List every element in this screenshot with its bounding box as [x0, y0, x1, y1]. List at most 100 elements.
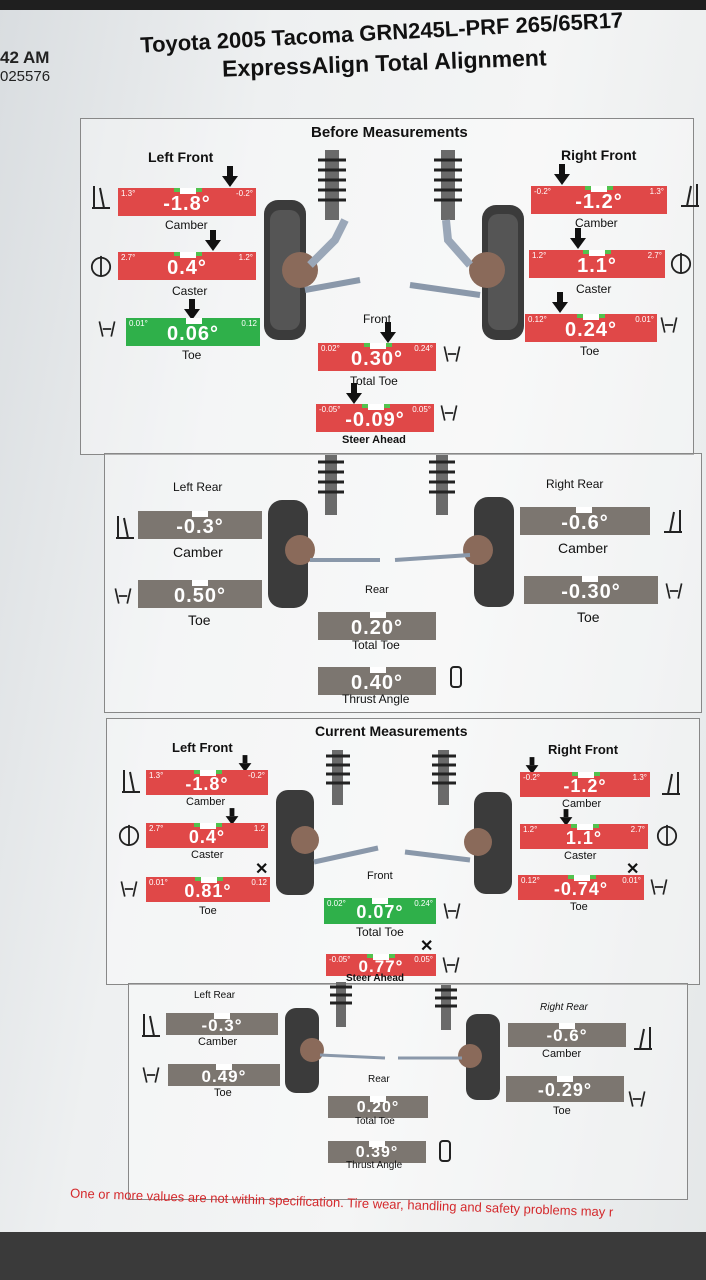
before-left-rear-wheel: [268, 455, 380, 608]
lf-camber-label: Camber: [165, 218, 208, 232]
value: -0.3°: [176, 516, 224, 538]
min-label: 1.3°: [121, 189, 136, 198]
rf-toe-out-of-range-mark: ✕: [626, 861, 640, 878]
current-steer-ahead-gauge: -0.05° 0.05° 0.77°: [326, 954, 436, 976]
current-rf-camber-gauge: -0.2° 1.3° -1.2°: [520, 772, 650, 797]
rear-label: Rear: [365, 584, 389, 596]
value: 0.77°: [358, 957, 404, 976]
cur-lr-camber-label: Camber: [198, 1036, 238, 1048]
lr-camber-label: Camber: [173, 544, 223, 560]
toe-icon: [98, 321, 116, 337]
before-thrust-gauge: 0.40°: [318, 667, 436, 695]
max-label: 0.05°: [414, 955, 433, 964]
before-left-rear: Left Rear: [173, 480, 223, 494]
rear-camber-icon: [634, 1027, 652, 1050]
min-label: -0.2°: [534, 187, 551, 196]
value: 0.39°: [355, 1144, 399, 1161]
cur-thrust-label: Thrust Angle: [346, 1160, 403, 1171]
rear-toe-icon: [114, 588, 132, 604]
rear-camber-icon: [142, 1014, 160, 1037]
before-steer-ahead-gauge: -0.05° 0.05° -0.09°: [316, 404, 434, 432]
caster-icon: [90, 255, 112, 277]
value: 0.24°: [565, 319, 617, 341]
camber-icon: [122, 770, 140, 793]
current-right-front: Right Front: [548, 742, 619, 757]
cur-steer-ahead-label: Steer Ahead: [346, 973, 404, 984]
value: -0.3°: [201, 1016, 243, 1035]
rf-caster-arrow: [570, 228, 586, 249]
before-rf-camber-gauge: -0.2° 1.3° -1.2°: [531, 186, 667, 214]
min-label: 0.12°: [521, 876, 540, 885]
current-right-front-wheel: [404, 750, 512, 894]
current-front-panel: [106, 718, 700, 985]
value: 0.4°: [188, 827, 226, 847]
steer-ahead-icon: [440, 405, 458, 421]
rear-toe-icon: [142, 1067, 160, 1083]
caster-icon: [118, 824, 140, 847]
lf-toe-label: Toe: [182, 348, 202, 362]
cur-lf-camber-label: Camber: [186, 796, 226, 808]
rf-camber-label: Camber: [575, 216, 618, 230]
before-total-toe-gauge: 0.02° 0.24° 0.30°: [318, 343, 436, 371]
print-time: 42 AM: [0, 48, 50, 67]
value: -0.29°: [537, 1080, 593, 1100]
before-rf-toe-gauge: 0.12° 0.01° 0.24°: [525, 314, 657, 342]
rr-camber-label: Camber: [558, 540, 608, 556]
max-label: 0.24°: [414, 344, 433, 353]
steer-ahead-out-of-range-mark: ✕: [420, 938, 434, 955]
value: 0.07°: [356, 902, 404, 922]
current-lr-camber-gauge: -0.3°: [166, 1013, 278, 1035]
value: -0.6°: [546, 1026, 588, 1045]
rear-toe-icon: [665, 583, 683, 599]
background-edge-bottom: [0, 1232, 706, 1280]
value: 1.1°: [565, 828, 603, 848]
cur-left-rear: Left Rear: [194, 990, 236, 1001]
value: -1.8°: [185, 774, 229, 794]
max-label: 1.3°: [632, 773, 647, 782]
value: 0.50°: [174, 585, 226, 607]
max-label: 0.12: [251, 878, 267, 887]
min-label: -0.05°: [319, 405, 341, 414]
lf-toe-arrow: [184, 299, 200, 320]
min-label: 2.7°: [149, 824, 164, 833]
value: 0.30°: [351, 348, 403, 370]
min-label: 0.02°: [327, 899, 346, 908]
steer-ahead-arrow: [346, 383, 362, 404]
cur-lf-camber-arrow: [238, 755, 252, 772]
value: 1.1°: [577, 255, 617, 277]
value: -0.74°: [553, 879, 609, 899]
current-thrust-gauge: 0.39°: [328, 1141, 426, 1163]
value: 0.40°: [351, 672, 403, 694]
min-label: 0.01°: [129, 319, 148, 328]
max-label: -0.2°: [248, 771, 265, 780]
before-rr-camber-gauge: -0.6°: [520, 507, 650, 535]
cur-right-rear: Right Rear: [540, 1002, 588, 1013]
value: 0.20°: [351, 617, 403, 639]
total-toe-icon: [443, 903, 461, 919]
cur-rf-caster-label: Caster: [564, 850, 597, 862]
before-title: Before Measurements: [311, 124, 468, 141]
rear-camber-icon: [116, 516, 134, 539]
min-label: -0.05°: [329, 955, 351, 964]
value: -1.8°: [163, 193, 211, 215]
rr-toe-label: Toe: [577, 609, 600, 625]
cur-rear-total-toe-label: Total Toe: [355, 1116, 395, 1127]
max-label: 0.01°: [622, 876, 641, 885]
cur-lf-caster-label: Caster: [191, 849, 224, 861]
value: 0.20°: [356, 1099, 400, 1116]
thrust-angle-icon: [439, 1140, 451, 1162]
min-label: 0.12°: [528, 315, 547, 324]
min-label: 0.02°: [321, 344, 340, 353]
max-label: 1.2: [253, 824, 265, 833]
value: 0.06°: [167, 323, 219, 345]
max-label: 1.3°: [649, 187, 664, 196]
cur-lr-toe-label: Toe: [214, 1087, 232, 1099]
current-total-toe-gauge: 0.02° 0.24° 0.07°: [324, 898, 436, 924]
total-toe-icon: [443, 346, 461, 362]
value: -1.2°: [575, 191, 623, 213]
lf-caster-label: Caster: [172, 284, 208, 298]
cur-total-toe-label: Total Toe: [356, 925, 404, 939]
rf-toe-arrow: [552, 292, 568, 313]
value: 0.49°: [201, 1067, 247, 1086]
